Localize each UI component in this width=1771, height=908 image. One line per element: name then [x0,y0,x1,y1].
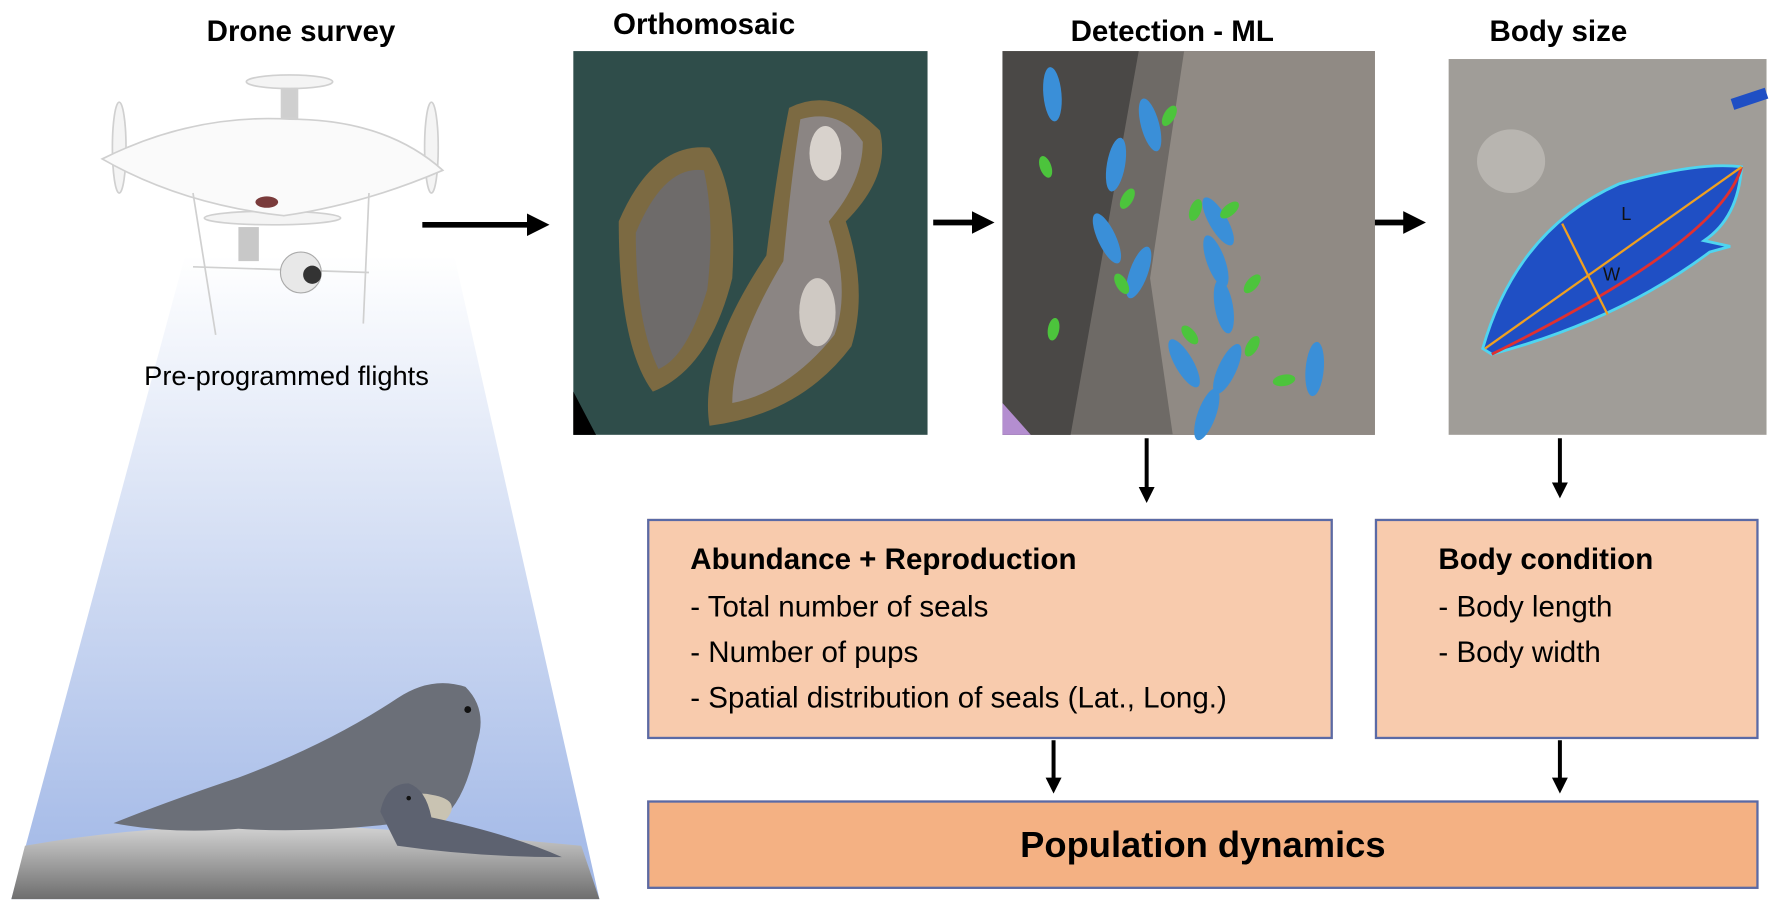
adult-seal-detection [1213,279,1234,334]
adult-seal-detection [1092,213,1122,264]
adult-seal-detection [1202,197,1234,246]
condition-item: - Body length [1438,589,1613,624]
detection-ml-title: Detection - ML [1070,13,1274,48]
adult-seal-detection [1305,341,1325,397]
abundance-reproduction-box: Abundance + Reproduction - Total number … [647,518,1333,740]
condition-title: Body condition [1438,541,1654,576]
pup-seal-detection [1119,188,1135,209]
orthomosaic-title: Orthomosaic [613,6,796,41]
seal-illustration [113,683,562,858]
orthomosaic-image [573,51,928,435]
body-condition-box: Body condition - Body length - Body widt… [1374,518,1759,740]
pup-seal-detection [1181,325,1199,345]
pup-seal-detection [1047,318,1060,341]
population-dynamics-box: Population dynamics [647,800,1759,889]
body-size-image: L W [1448,59,1769,435]
adult-seal-detection [1138,98,1162,152]
width-label: W [1603,264,1621,284]
adult-seal-detection [1194,388,1220,441]
abundance-item: - Total number of seals [690,589,989,624]
adult-seal-detection [1203,235,1229,287]
pup-seal-detection [1243,274,1261,294]
adult-seal-detection [1213,343,1242,394]
pup-seal-detection [1220,201,1239,219]
pup-seal-detection [1188,199,1203,221]
adult-seal-detection [1043,67,1062,122]
body-size-title: Body size [1489,13,1628,48]
length-label: L [1621,204,1631,224]
detection-image [1002,51,1375,441]
adult-seal-detection [1105,137,1127,192]
pup-seal-detection [1272,374,1296,387]
abundance-item: - Spatial distribution of seals (Lat., L… [690,680,1227,715]
pup-seal-detection [1161,105,1177,127]
population-dynamics-title: Population dynamics [1020,823,1386,865]
pup-seal-detection [1114,273,1130,295]
abundance-item: - Number of pups [690,634,919,669]
drone-caption: Pre-programmed flights [144,361,429,392]
abundance-title: Abundance + Reproduction [690,541,1077,576]
adult-seal-detection [1168,339,1200,388]
pup-seal-detection [1039,156,1053,178]
drone-survey-title: Drone survey [206,13,396,48]
condition-item: - Body width [1438,634,1601,669]
adult-seal-detection [1126,246,1152,299]
pup-seal-detection [1244,336,1260,357]
drone-image [100,74,445,336]
